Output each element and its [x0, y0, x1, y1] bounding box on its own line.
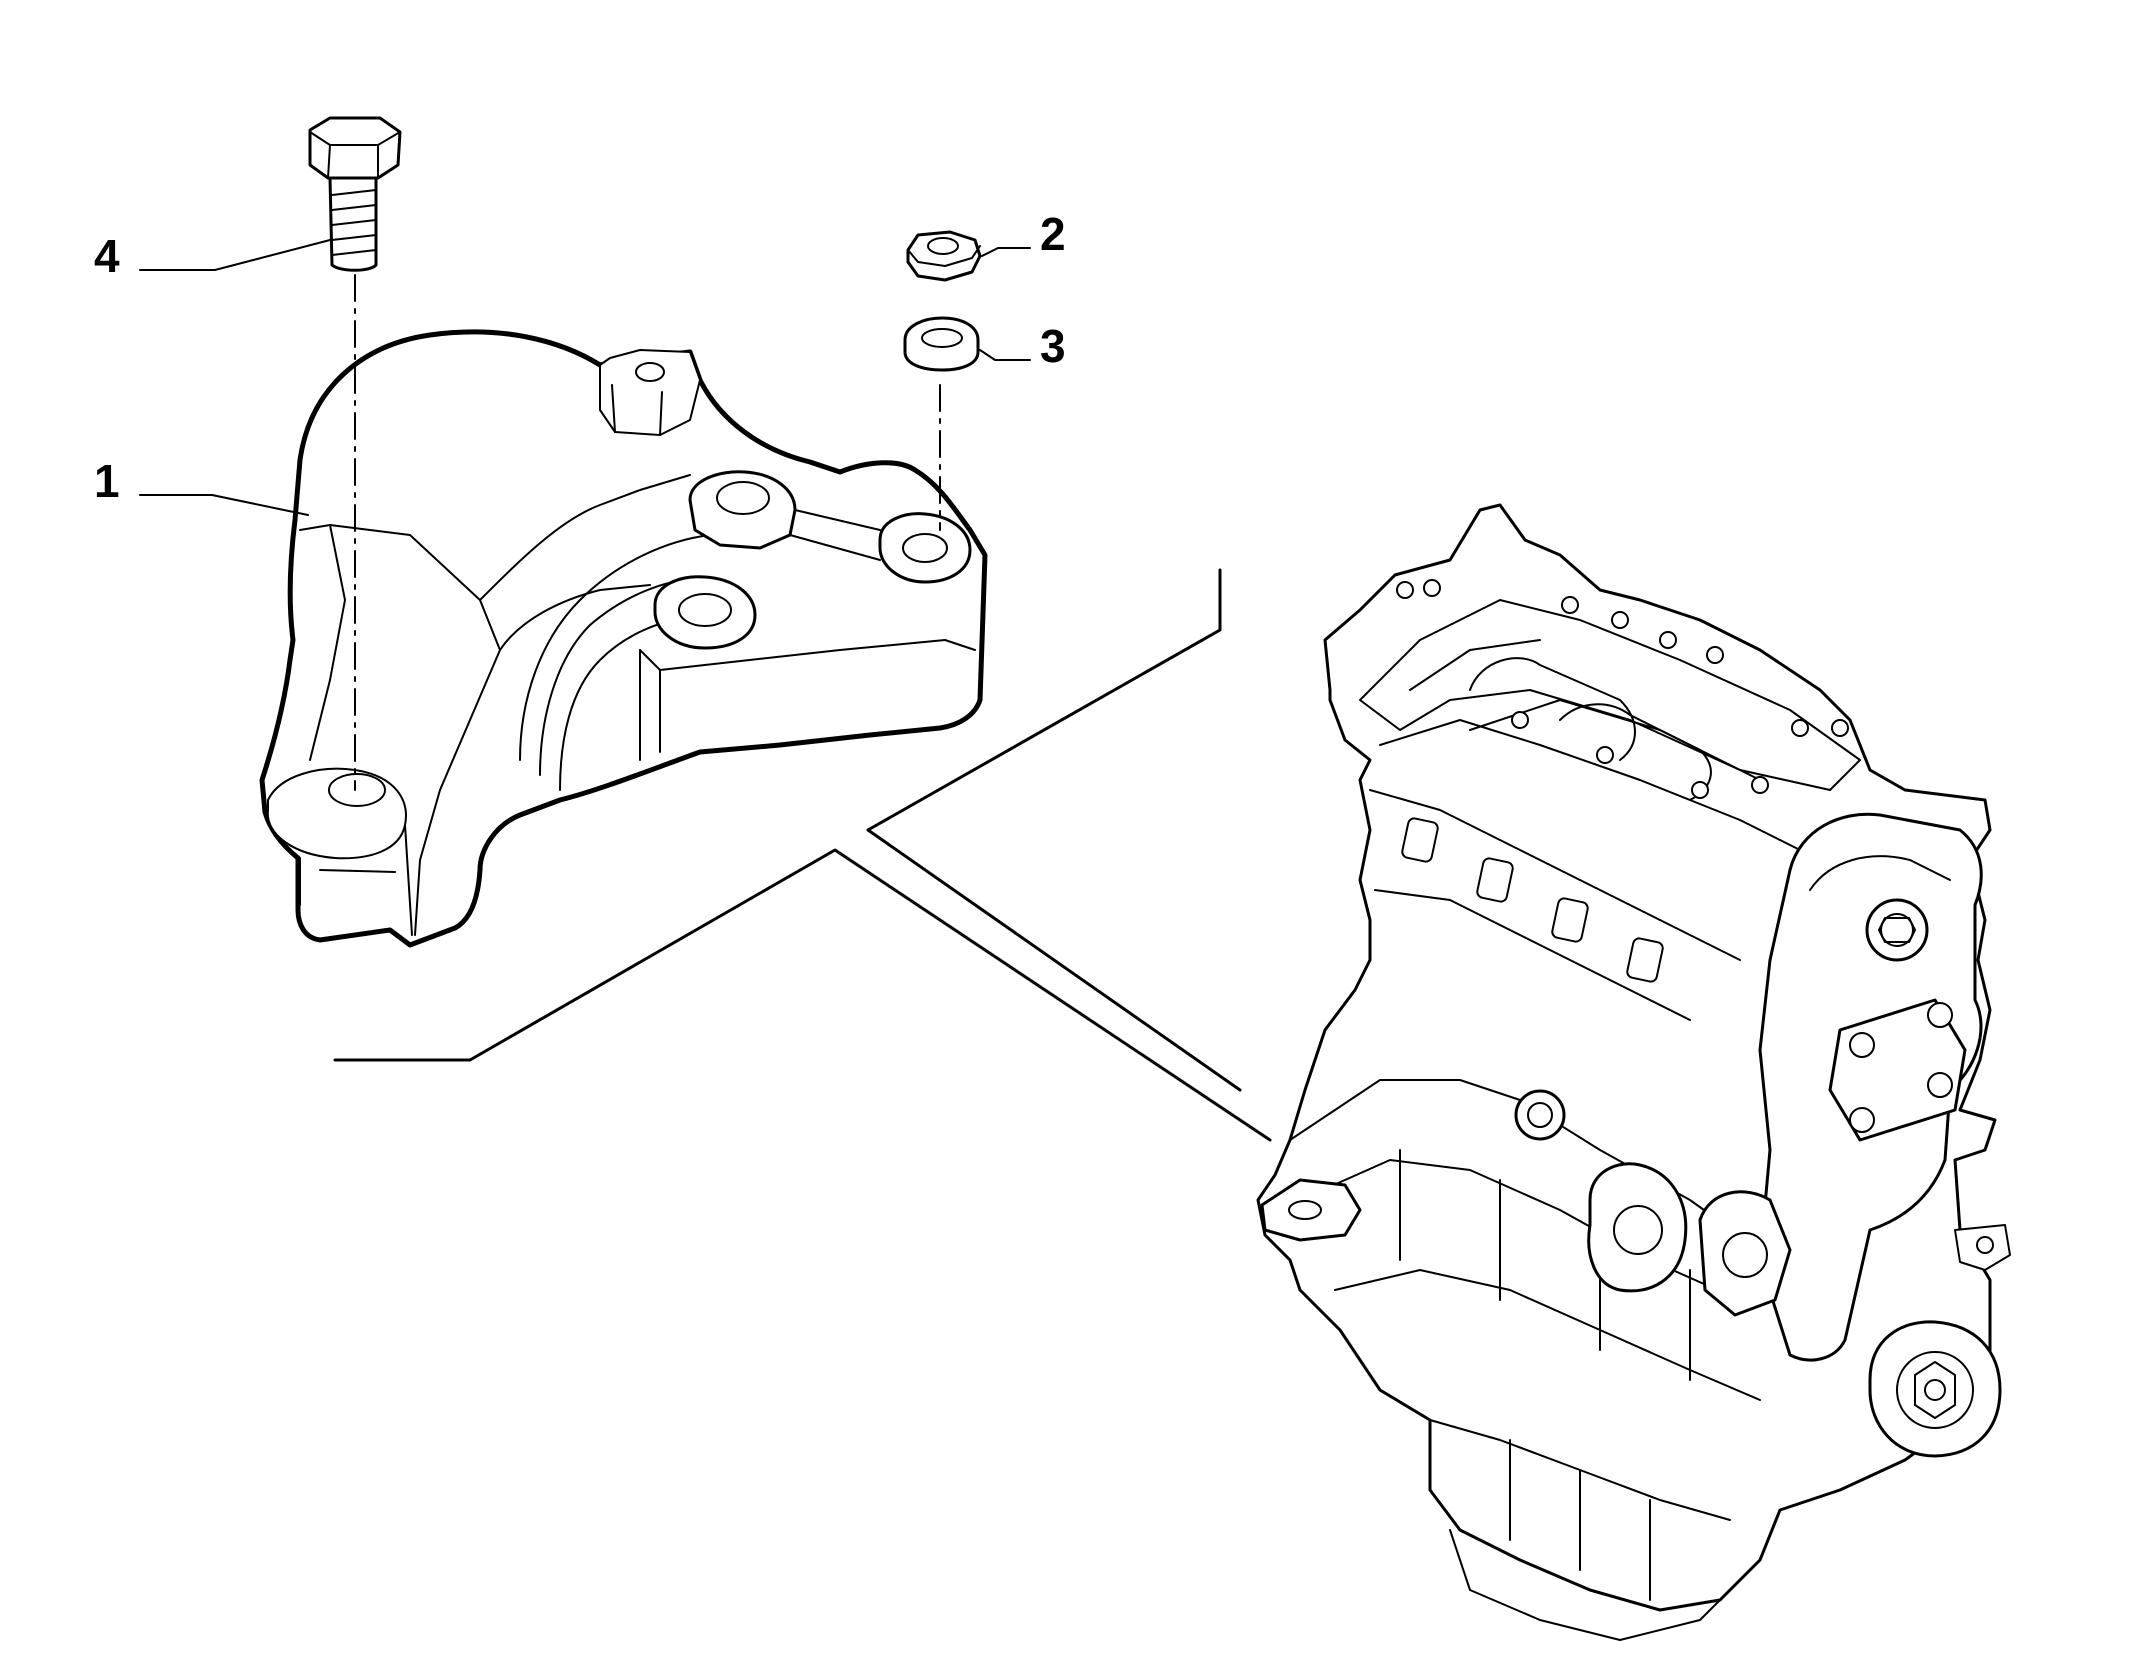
callout-2: 2	[1040, 208, 1066, 260]
leader-2	[981, 247, 1031, 257]
callout-1: 1	[94, 455, 120, 507]
intake-ports	[1369, 789, 1741, 1021]
leader-1	[139, 494, 309, 516]
engine-block	[1256, 503, 2011, 1641]
leader-3	[979, 349, 1031, 361]
washer	[903, 316, 980, 531]
engine-mount	[259, 329, 988, 948]
callout-4: 4	[94, 230, 120, 282]
hex-nut	[906, 230, 982, 282]
hex-bolt	[308, 116, 402, 791]
leader-4	[139, 239, 331, 271]
head-bolts	[1396, 579, 1849, 799]
callouts: 4 1 2 3	[94, 208, 1066, 507]
callout-3: 3	[1040, 320, 1066, 372]
leader-lines	[139, 239, 1031, 516]
assembly-bracket	[333, 568, 1272, 1142]
